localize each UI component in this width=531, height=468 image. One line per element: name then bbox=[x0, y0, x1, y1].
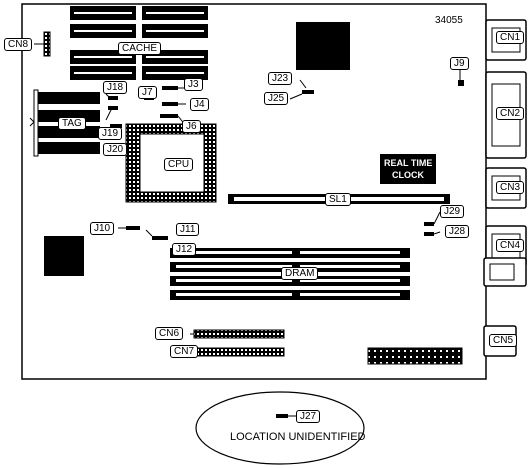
board-id: 34055 bbox=[435, 15, 463, 26]
j3-label: J3 bbox=[184, 78, 203, 91]
cn1-label: CN1 bbox=[496, 31, 525, 44]
j28-label: J28 bbox=[445, 225, 470, 238]
j12-label: J12 bbox=[172, 243, 197, 256]
cn7-header bbox=[195, 347, 285, 357]
power-connector bbox=[367, 347, 463, 365]
cn6-label: CN6 bbox=[155, 327, 184, 340]
rtc-label-line2: CLOCK bbox=[392, 170, 424, 180]
cn8-label: CN8 bbox=[4, 38, 33, 51]
j27-jumper bbox=[276, 414, 288, 418]
cpu-label: CPU bbox=[164, 158, 194, 171]
j6-label: J6 bbox=[182, 120, 201, 133]
j23-label: J23 bbox=[268, 72, 293, 85]
bios-chip bbox=[44, 236, 84, 276]
j10-label: J10 bbox=[90, 222, 115, 235]
cn2-label: CN2 bbox=[496, 107, 525, 120]
j11-label: J11 bbox=[176, 223, 200, 236]
cn7-label: CN7 bbox=[170, 345, 199, 358]
location-caption: LOCATION UNIDENTIFIED bbox=[230, 431, 366, 443]
j9-label: J9 bbox=[450, 57, 469, 70]
j19-label: J19 bbox=[98, 127, 123, 140]
j25-label: J25 bbox=[264, 92, 289, 105]
j18-label: J18 bbox=[103, 81, 128, 94]
j7-label: J7 bbox=[138, 86, 157, 99]
j20-label: J20 bbox=[103, 143, 128, 156]
cn6-header bbox=[193, 329, 285, 339]
sl1-label: SL1 bbox=[325, 193, 351, 206]
cn3-label: CN3 bbox=[496, 181, 525, 194]
cn8-header bbox=[43, 31, 51, 57]
j4-label: J4 bbox=[190, 98, 209, 111]
j29-label: J29 bbox=[440, 205, 465, 218]
location-ellipse bbox=[195, 391, 365, 465]
dram-label: DRAM bbox=[281, 267, 319, 280]
cache-label: CACHE bbox=[118, 42, 162, 55]
tag-label: TAG bbox=[58, 117, 86, 130]
cn4-label: CN4 bbox=[496, 239, 525, 252]
j27-label: J27 bbox=[296, 410, 321, 423]
chipset bbox=[296, 22, 350, 70]
rtc-label-line1: REAL TIME bbox=[384, 158, 433, 168]
rtc-chip bbox=[380, 154, 436, 184]
cn5-label: CN5 bbox=[489, 334, 518, 347]
